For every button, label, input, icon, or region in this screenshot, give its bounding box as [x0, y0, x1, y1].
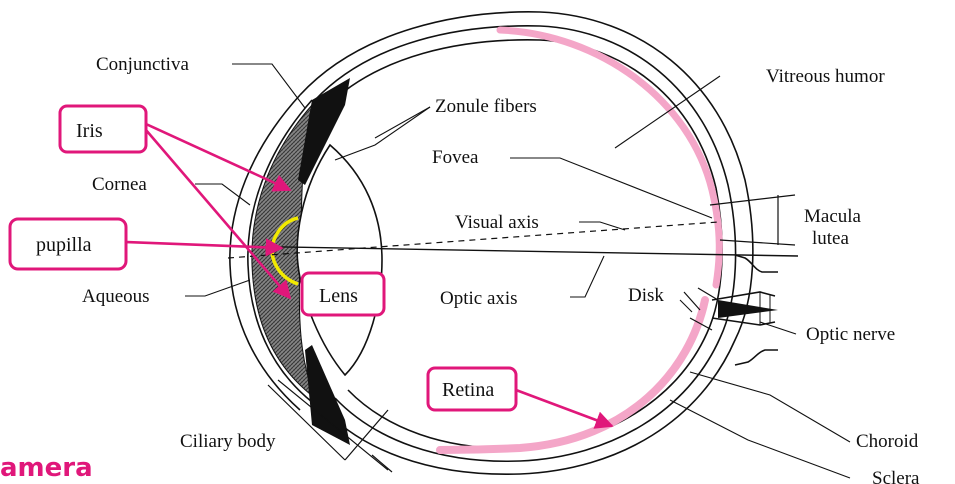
footer-title-fragment: amera — [0, 453, 93, 483]
label-conjunctiva: Conjunctiva — [96, 54, 189, 75]
label-visual-axis: Visual axis — [455, 212, 539, 233]
label-ciliary-body: Ciliary body — [180, 431, 276, 452]
label-macula-line1: Macula — [804, 206, 862, 227]
label-optic-nerve: Optic nerve — [806, 324, 895, 345]
label-choroid: Choroid — [856, 431, 919, 452]
label-zonule-fibers: Zonule fibers — [435, 96, 537, 117]
callout-retina-label: Retina — [442, 379, 494, 401]
callout-retina: Retina — [428, 368, 516, 410]
callout-lens: Lens — [302, 273, 384, 315]
label-macula-line2: lutea — [812, 228, 849, 249]
lens — [297, 145, 382, 375]
callout-lens-label: Lens — [319, 285, 358, 307]
label-optic-axis: Optic axis — [440, 288, 518, 309]
label-vitreous-humor: Vitreous humor — [766, 66, 885, 87]
callout-pupilla: pupilla — [10, 219, 126, 269]
label-aqueous: Aqueous — [82, 286, 150, 307]
label-sclera: Sclera — [872, 468, 920, 484]
callout-iris: Iris — [60, 106, 146, 152]
arrow-retina — [516, 390, 612, 426]
label-cornea: Cornea — [92, 174, 147, 195]
callout-iris-label: Iris — [76, 120, 103, 142]
label-fovea: Fovea — [432, 147, 479, 168]
label-disk: Disk — [628, 285, 664, 306]
callout-iris-box — [60, 106, 146, 152]
callout-pupilla-label: pupilla — [36, 234, 92, 256]
